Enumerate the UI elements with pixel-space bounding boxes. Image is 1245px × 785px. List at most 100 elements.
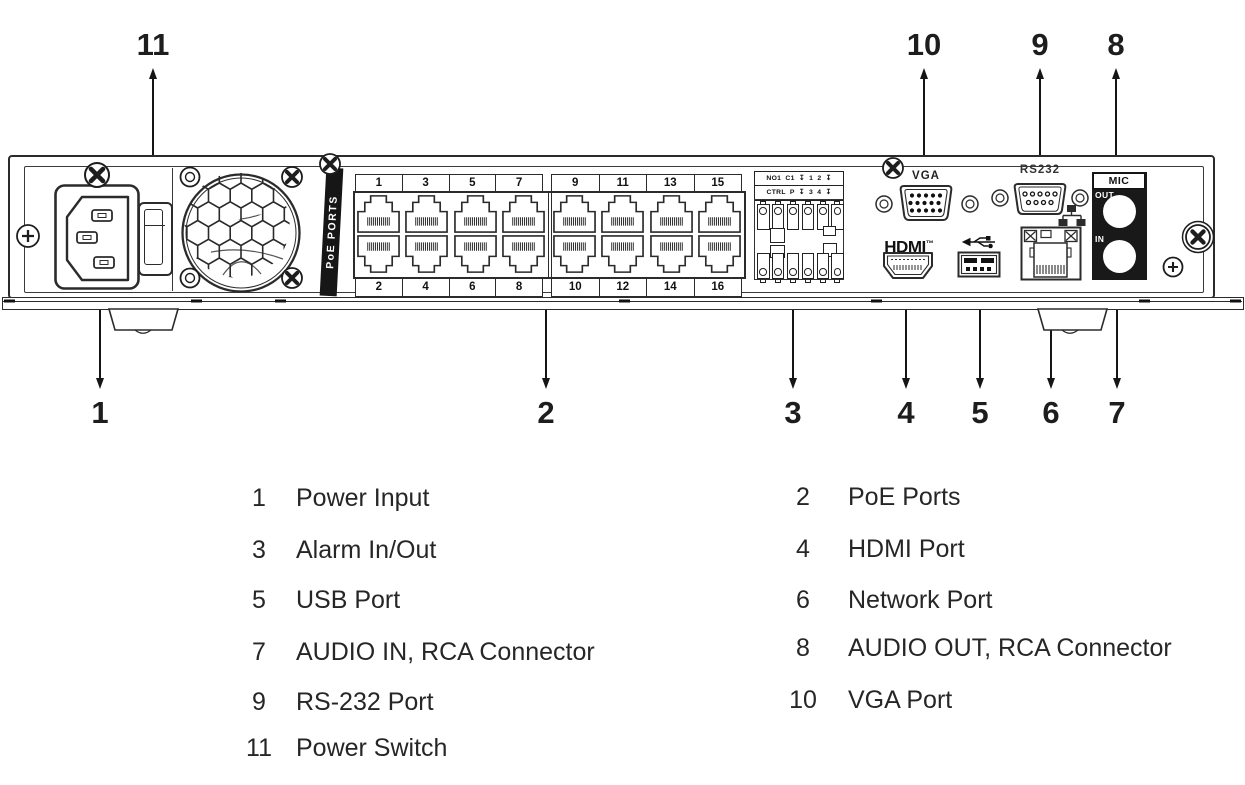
poe-num: 6 [450, 279, 497, 296]
callout-arrow-line [1115, 78, 1117, 172]
mic-panel: MIC OUT IN [1092, 172, 1147, 280]
callout-arrow-line [923, 78, 925, 170]
vga-label: VGA [912, 170, 940, 182]
screw-terminal [771, 253, 785, 283]
poe-jack-group-2 [552, 194, 742, 274]
rj45-jack [502, 235, 545, 273]
callout-arrowhead [1111, 68, 1120, 79]
cooling-fan [179, 171, 303, 295]
screw-terminal [786, 200, 800, 230]
usb-icon [961, 236, 995, 249]
callout-arrowhead [1035, 68, 1044, 79]
legend-label: AUDIO OUT, RCA Connector [848, 634, 1172, 662]
alarm-label-row-2: CTRL P ↧ 3 4 ↧ [766, 189, 832, 196]
poe-num: 7 [515, 177, 523, 189]
poe-num: 13 [647, 175, 695, 192]
poe-num: 12 [600, 279, 647, 296]
alarm-terminal-block: NO1 C1 ↧ 1 2 ↧ CTRL P ↧ 3 4 ↧ [754, 171, 844, 283]
mic-header-label: MIC [1093, 173, 1145, 189]
power-switch [138, 202, 173, 276]
callout-number: 1 [91, 395, 109, 430]
callout-arrowhead [919, 68, 928, 79]
alarm-label-box: NO1 C1 ↧ 1 2 ↧ CTRL P ↧ 3 4 ↧ [754, 171, 844, 201]
vga-connector [899, 185, 953, 221]
rj45-jack [649, 195, 693, 233]
poe-num: 9 [552, 175, 600, 192]
legend-number: 10 [789, 686, 817, 714]
legend-number: 8 [796, 634, 810, 662]
poe-num: 5 [450, 175, 497, 192]
poe-number-strip-top-2: 9 11 13 15 [551, 174, 742, 193]
power-switch-rocker [144, 209, 163, 265]
power-input-connector [54, 184, 140, 290]
screw-terminal [816, 253, 830, 283]
poe-num: 2 [356, 279, 403, 296]
poe-num: 10 [552, 279, 600, 296]
callout-number: 6 [1042, 395, 1060, 430]
legend-label: RS-232 Port [296, 688, 434, 716]
poe-number-strip-bottom-2: 10 12 14 16 [551, 278, 742, 297]
callout-number: 10 [906, 27, 942, 62]
network-port [1020, 226, 1082, 281]
screw-terminal [801, 253, 815, 283]
legend-row: 11 Power Switch [229, 733, 447, 763]
rj45-jack [553, 235, 596, 273]
legend-row: 4 HDMI Port [773, 534, 965, 564]
screw-terminal [816, 200, 830, 230]
legend-row: 8 AUDIO OUT, RCA Connector [773, 633, 1172, 663]
audio-in-rca-connector [1102, 239, 1136, 273]
legend-number: 1 [252, 484, 266, 512]
rj45-jack [601, 235, 645, 273]
legend-number: 4 [796, 535, 810, 563]
rj45-jack [649, 235, 693, 273]
callout-number: 9 [1031, 27, 1049, 62]
callout-number: 11 [136, 27, 170, 62]
rj45-jack [502, 195, 545, 233]
poe-num: 15 [711, 177, 725, 189]
alarm-terminal-outline [754, 199, 844, 280]
legend-number: 9 [252, 688, 266, 716]
legend-label: Power Switch [296, 734, 448, 762]
poe-num: 3 [403, 175, 450, 192]
legend-label: HDMI Port [848, 535, 965, 563]
rs232-label: RS232 [1019, 164, 1061, 176]
legend-label: Alarm In/Out [296, 536, 437, 564]
legend-number: 2 [796, 483, 810, 511]
hdmi-port [883, 252, 933, 279]
bottom-rail-line [2, 301, 1242, 302]
poe-number-strip-top-1: 1 3 5 7 [355, 174, 543, 193]
legend-row: 2 PoE Ports [773, 482, 961, 512]
hdmi-label: HDMI™ [876, 236, 942, 256]
callout-number: 5 [971, 395, 989, 430]
alarm-terminals-bottom [757, 253, 844, 283]
screw-terminal [757, 253, 770, 283]
callout-arrowhead [541, 378, 550, 389]
callout-arrow-line [792, 280, 794, 378]
hdmi-tm: ™ [925, 239, 934, 248]
rj45-jack [453, 235, 497, 273]
callout-arrow-line [1039, 78, 1041, 164]
alarm-jumper-square [770, 228, 785, 243]
callout-arrow-line [979, 279, 981, 378]
screw-terminal [757, 200, 770, 230]
vga-pins [908, 193, 943, 213]
legend-number: 5 [252, 586, 266, 614]
legend-number: 11 [246, 734, 272, 762]
callout-arrow-line [152, 78, 154, 204]
poe-jack-group-1 [356, 194, 546, 274]
power-switch-rocker-line [144, 225, 165, 226]
callout-arrowhead [788, 378, 797, 389]
poe-center-divider [548, 193, 552, 277]
callout-number: 7 [1108, 395, 1126, 430]
legend-label: USB Port [296, 586, 401, 614]
poe-port-block: 1 3 5 7 9 11 13 15 2 4 6 8 10 12 14 16 [353, 174, 746, 297]
rj45-jack [601, 195, 645, 233]
legend-label: PoE Ports [848, 483, 961, 511]
callout-arrowhead [1046, 378, 1055, 389]
rj45-jack [405, 195, 449, 233]
callout-arrowhead [148, 68, 157, 79]
legend-number: 3 [252, 536, 266, 564]
